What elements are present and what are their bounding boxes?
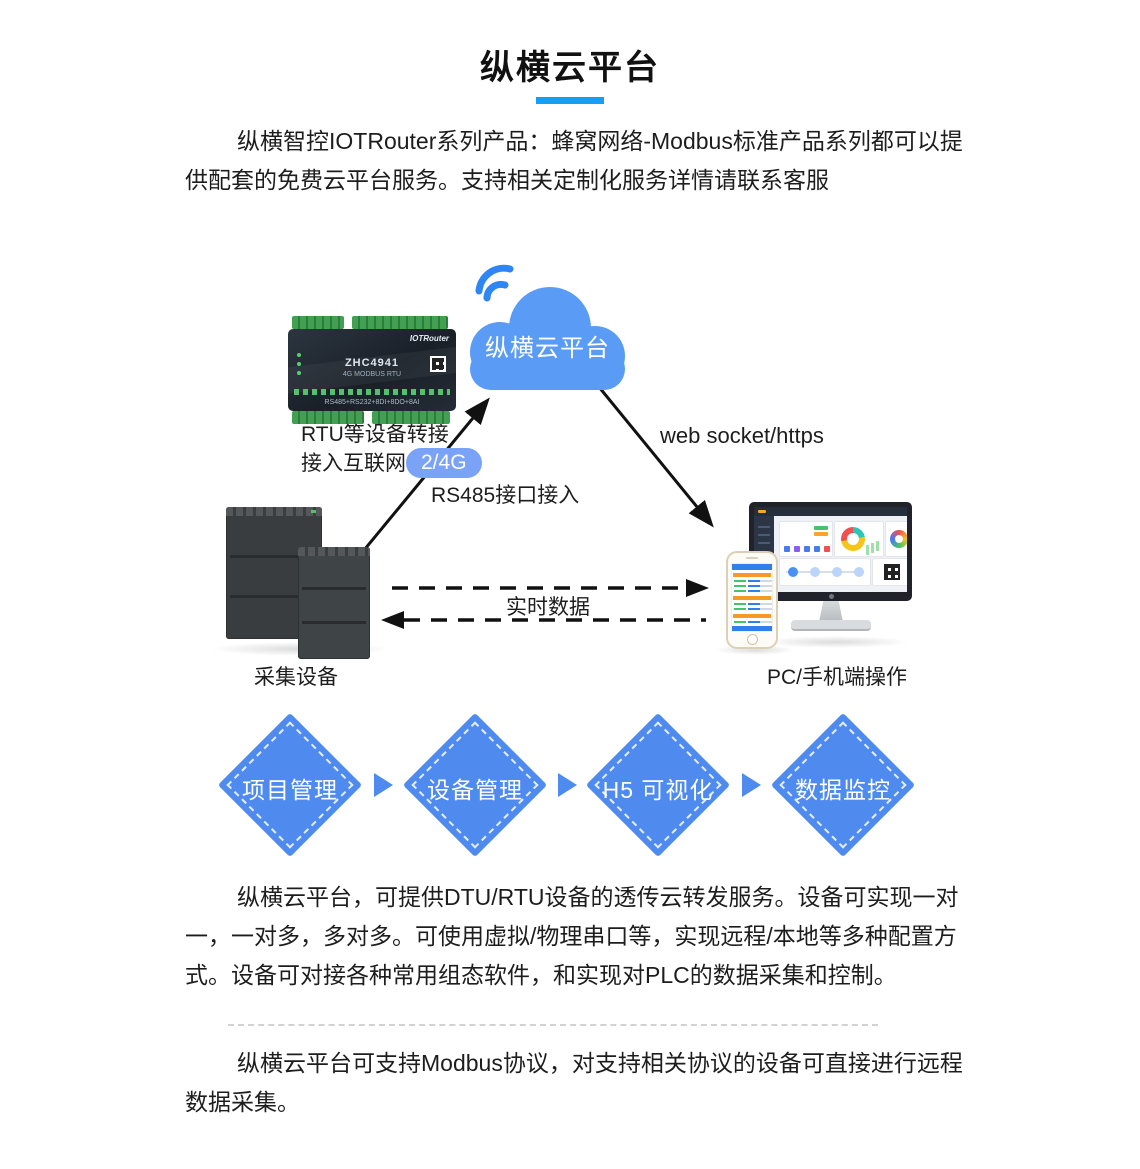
shadow bbox=[715, 645, 795, 655]
terminal-block bbox=[372, 411, 450, 424]
flow-arrow-icon bbox=[374, 773, 393, 797]
plc-led bbox=[311, 510, 316, 513]
page-title: 纵横云平台 bbox=[480, 49, 660, 87]
collector-device-image bbox=[224, 503, 374, 659]
dashboard-card-status bbox=[779, 521, 833, 557]
downlink-arrow bbox=[597, 386, 714, 528]
dashboard-card-qr bbox=[872, 558, 907, 586]
rtu-body: IOTRouter ZHC4941 4G MODBUS RTU RS485+RS… bbox=[288, 329, 456, 411]
phone-table-row bbox=[734, 580, 746, 582]
flow-line bbox=[786, 571, 864, 573]
phone-speaker bbox=[746, 557, 758, 559]
phone-table-row bbox=[734, 590, 746, 592]
badge-2-4g: 2/4G bbox=[406, 448, 482, 478]
terminal-indicators bbox=[294, 389, 450, 395]
terminal-block bbox=[352, 316, 448, 329]
flow-step-label: H5 可视化 bbox=[602, 777, 714, 803]
device-model: ZHC4941 bbox=[344, 357, 400, 369]
realtime-arrowhead-right bbox=[686, 579, 709, 597]
wifi-signal-icon bbox=[475, 264, 514, 302]
device-type: 4G MODBUS RTU bbox=[342, 371, 402, 378]
phone-home-button bbox=[746, 634, 758, 645]
title-underline bbox=[536, 97, 604, 104]
section-divider bbox=[228, 1024, 878, 1026]
sidebar-items bbox=[758, 526, 770, 528]
plc-groove bbox=[230, 595, 318, 598]
plc-vents bbox=[226, 507, 322, 516]
plc-groove bbox=[230, 555, 318, 558]
collector-caption: 采集设备 bbox=[254, 666, 338, 689]
terminal-block bbox=[292, 316, 344, 329]
dashboard-screen bbox=[754, 507, 907, 592]
intro-paragraph: 纵横智控IOTRouter系列产品：蜂窝网络-Modbus标准产品系列都可以提供… bbox=[185, 128, 963, 193]
body-paragraph-2: 纵横云平台可支持Modbus协议，对支持相关协议的设备可直接进行远程数据采集。 bbox=[185, 1050, 963, 1115]
module-icons bbox=[784, 546, 790, 552]
device-brand: IOTRouter bbox=[409, 334, 449, 343]
dashboard-logo bbox=[758, 510, 766, 513]
plc-groove bbox=[302, 587, 366, 590]
terminal-block bbox=[292, 411, 364, 424]
phone-table-row bbox=[734, 621, 746, 623]
mini-bars bbox=[876, 541, 879, 551]
phone-header-bar bbox=[732, 564, 772, 570]
phone-table-row bbox=[734, 608, 746, 610]
plc-groove bbox=[302, 621, 366, 624]
websocket-label: web socket/https bbox=[660, 423, 824, 448]
phone-image bbox=[726, 551, 778, 649]
phone-table-row bbox=[734, 585, 746, 587]
flow-arrow-icon bbox=[742, 773, 761, 797]
flow-step-label: 数据监控 bbox=[795, 777, 891, 803]
rs485-label: RS485接口接入 bbox=[431, 484, 580, 507]
phone-screen bbox=[731, 563, 773, 632]
flow-nodes bbox=[788, 567, 798, 577]
status-chips bbox=[814, 526, 828, 530]
rtu-device-image: IOTRouter ZHC4941 4G MODBUS RTU RS485+RS… bbox=[288, 314, 456, 426]
plc-vents bbox=[298, 547, 370, 556]
dashboard-card-emblem bbox=[885, 521, 907, 557]
phone-table-row bbox=[734, 603, 746, 605]
qr-code-icon bbox=[430, 356, 446, 372]
dashboard-topbar bbox=[754, 507, 907, 516]
device-ports: RS485+RS232+8DI+8DO+8AI bbox=[324, 399, 420, 406]
phone-table-header bbox=[733, 573, 771, 577]
flow-arrow-icon bbox=[558, 773, 577, 797]
monitor-stand-neck bbox=[819, 601, 843, 622]
dashboard-card-donut bbox=[834, 521, 884, 557]
cloud-platform-label: 纵横云平台 bbox=[485, 335, 610, 362]
apple-logo-icon bbox=[828, 594, 834, 599]
pc-caption: PC/手机端操作 bbox=[766, 666, 907, 689]
donut-chart bbox=[841, 527, 865, 551]
plc-module bbox=[298, 547, 370, 659]
cloud-icon bbox=[455, 260, 635, 400]
qr-code-icon bbox=[884, 564, 900, 580]
shadow bbox=[760, 636, 910, 648]
dashboard-card-flow bbox=[779, 558, 871, 586]
realtime-data-label: 实时数据 bbox=[506, 596, 590, 619]
emblem-ring bbox=[890, 530, 907, 548]
led-indicators bbox=[297, 353, 301, 357]
body-paragraph-1: 纵横云平台，可提供DTU/RTU设备的透传云转发服务。设备可实现一对一，一对多，… bbox=[185, 884, 959, 988]
monitor-stand-base bbox=[791, 620, 871, 631]
phone-table-header bbox=[733, 614, 771, 618]
flow-step-label: 设备管理 bbox=[427, 777, 523, 803]
phone-table-header bbox=[733, 596, 771, 600]
realtime-arrowhead-left bbox=[381, 611, 404, 629]
phone-footer-bar bbox=[732, 626, 772, 631]
flow-step-label: 项目管理 bbox=[242, 777, 338, 803]
